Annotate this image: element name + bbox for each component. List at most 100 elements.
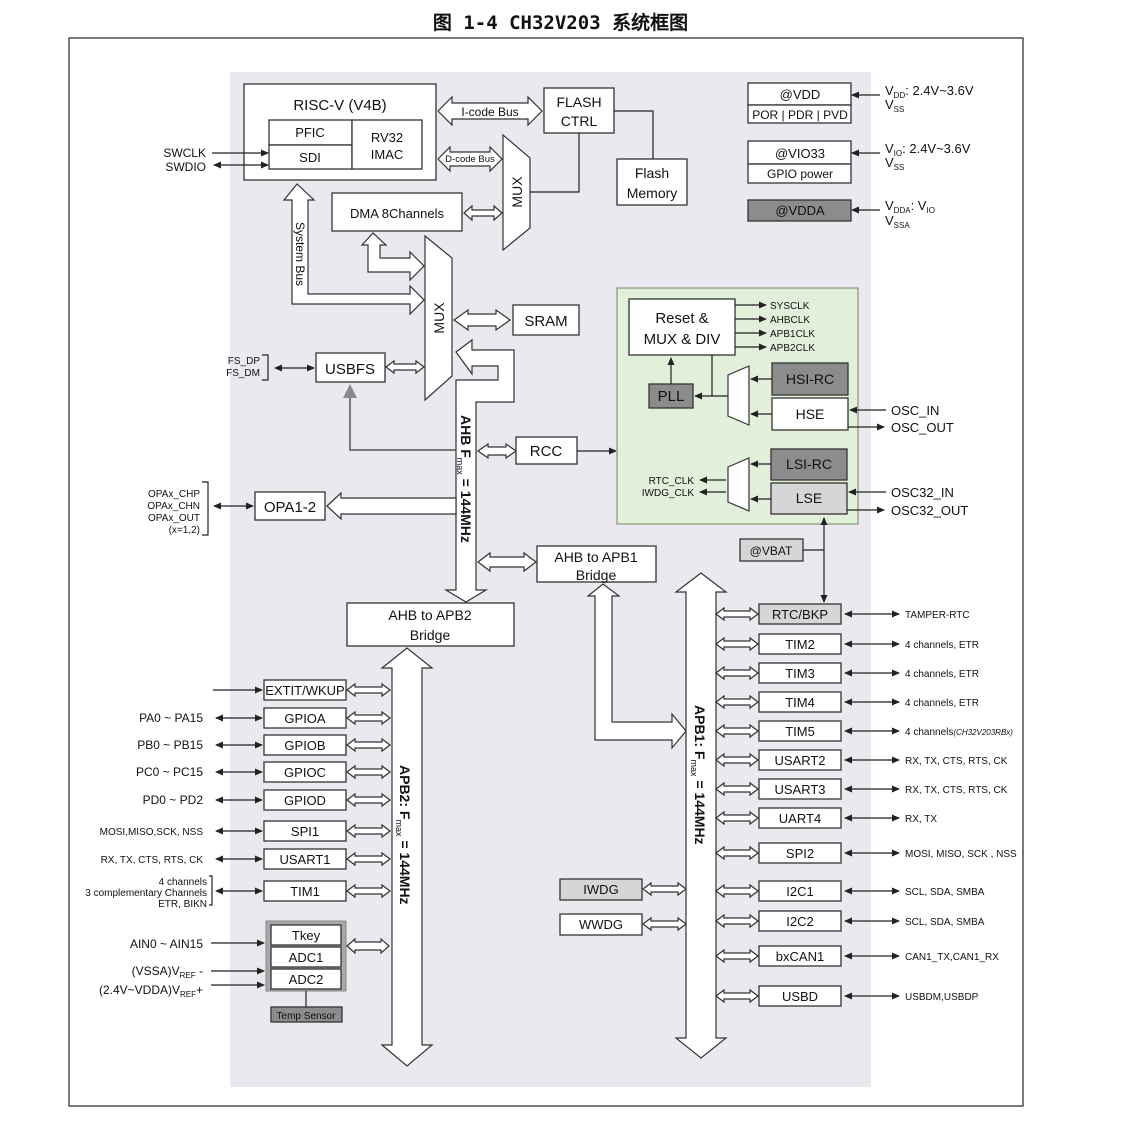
peripheral-label: TIM5 xyxy=(785,724,815,739)
peripheral-label: USART2 xyxy=(774,753,825,768)
reset-mux-div xyxy=(628,298,736,356)
apb1-peripheral-usart2: USART2 RX, TX, CTS, RTS, CK xyxy=(715,749,1008,771)
peripheral-label: TIM3 xyxy=(785,666,815,681)
peripheral-label: SPI1 xyxy=(291,824,319,839)
pin-label: 3 complementary Channels xyxy=(85,888,207,899)
pin-label: MOSI, MISO, SCK , NSS xyxy=(905,849,1017,860)
opa-block xyxy=(254,491,326,521)
sram-block xyxy=(512,304,580,336)
peripheral-label: GPIOB xyxy=(284,738,325,753)
core-title: RISC-V (V4B) xyxy=(293,97,386,114)
risc-v-core: RISC-V (V4B) PFIC SDI RV32 IMAC xyxy=(243,83,437,181)
pin-label: PB0 ~ PB15 xyxy=(137,738,203,752)
main-mux-label: MUX xyxy=(431,302,447,334)
pin-label: 4 channels(CH32V203RBx) xyxy=(905,727,1013,738)
bus-connector-arrow xyxy=(715,988,759,1004)
lsi-rc-block xyxy=(770,448,848,481)
bus-connector-arrow xyxy=(715,810,759,826)
power-vdd: @VDD POR | PDR | PVD VDD: 2.4V~3.6V VSS xyxy=(747,82,974,124)
apb1-peripheral-tim3: TIM3 4 channels, ETR xyxy=(715,662,979,684)
apb2-bus xyxy=(380,647,434,1067)
ahb-bus-label: AHB Fmax = 144MHz xyxy=(455,415,474,543)
pin-label: PA0 ~ PA15 xyxy=(139,711,203,725)
fs-dp-pin: FS_DP xyxy=(228,356,261,367)
ahb-bus xyxy=(443,338,515,603)
main-mux xyxy=(424,234,453,402)
clk-out-apb2clk: APB2CLK xyxy=(770,343,815,354)
opa-pin-3: OPAx_OUT xyxy=(148,513,200,524)
hs-clock-mux xyxy=(727,365,750,426)
flash-memory-label-1: Flash xyxy=(635,165,669,181)
flash-ctrl-label-1: FLASH xyxy=(556,94,601,110)
sdi-label: SDI xyxy=(299,150,321,165)
flash-memory xyxy=(616,158,688,206)
bus-connector-arrow xyxy=(715,723,759,739)
pin-label: RX, TX, CTS, RTS, CK xyxy=(905,756,1008,767)
clk-out-ahbclk: AHBCLK xyxy=(770,315,810,326)
dcode-bus-label: D-code Bus xyxy=(445,154,495,165)
clk-out-apb1clk: APB1CLK xyxy=(770,329,815,340)
vbat-label: @VBAT xyxy=(750,544,793,558)
swclk-pin: SWCLK xyxy=(163,146,206,160)
pfic-label: PFIC xyxy=(295,125,325,140)
pin-label: 4 channels, ETR xyxy=(905,669,979,680)
bus-connector-arrow xyxy=(715,752,759,768)
lse-label: LSE xyxy=(796,490,822,506)
peripheral-label: RTC/BKP xyxy=(772,607,828,622)
temp-sensor-label: Temp Sensor xyxy=(277,1011,337,1022)
peripheral-label: TIM2 xyxy=(785,637,815,652)
peripheral-label: TIM4 xyxy=(785,695,815,710)
svg-text:VSS: VSS xyxy=(885,97,904,114)
pin-label: MOSI,MISO,SCK, NSS xyxy=(100,827,204,838)
apb1-bus xyxy=(674,572,728,1059)
ahb-apb1-bridge xyxy=(536,545,657,583)
pin-label: RX, TX, CTS, RTS, CK xyxy=(101,855,204,866)
adc2-block xyxy=(270,968,342,990)
rcc-block xyxy=(515,436,578,465)
power-vdda: @VDDA VDDA: VIO VSSA xyxy=(747,198,935,230)
svg-text:POR | PDR | PVD: POR | PDR | PVD xyxy=(752,108,848,122)
apb2-bridge-label-2: Bridge xyxy=(410,627,451,643)
flash-mux-label: MUX xyxy=(509,176,525,208)
pin-label: 4 channels, ETR xyxy=(905,698,979,709)
system-bus-label: System Bus xyxy=(293,222,307,286)
peripheral-label: SPI2 xyxy=(786,846,814,861)
adc2-label: ADC2 xyxy=(289,972,324,987)
peripheral-label: EXTIT/WKUP xyxy=(265,683,344,698)
clk-out-sysclk: SYSCLK xyxy=(770,301,810,312)
hse-block xyxy=(771,397,849,431)
peripheral-label: USBD xyxy=(782,989,818,1004)
pin-label: RX, TX, CTS, RTS, CK xyxy=(905,785,1008,796)
opa-pin-1: OPAx_CHP xyxy=(148,489,200,500)
bus-connector-arrow xyxy=(715,665,759,681)
svg-text:@VIO33: @VIO33 xyxy=(775,146,825,161)
reset-label-1: Reset & xyxy=(655,310,708,327)
apb2-bus-label: APB2: Fmax = 144MHz xyxy=(394,765,413,905)
bus-connector-arrow xyxy=(346,823,391,839)
watchdog-iwdg: IWDG xyxy=(559,878,687,901)
hsi-rc-label: HSI-RC xyxy=(786,371,834,387)
dma-block xyxy=(331,192,463,232)
opa-pin-4: (x=1,2) xyxy=(169,525,200,536)
ain-input-label: AIN0 ~ AIN15 xyxy=(130,937,203,951)
apb2-peripheral-gpiob: GPIOB PB0 ~ PB15 xyxy=(137,734,391,756)
peripheral-label: GPIOC xyxy=(284,765,326,780)
bus-connector-arrow xyxy=(346,792,391,808)
vref-minus-label: (VSSA)VREF - xyxy=(132,964,203,980)
adc1-block xyxy=(270,946,342,968)
bus-connector-arrow xyxy=(715,606,759,622)
peripheral-label: UART4 xyxy=(779,811,821,826)
ls-clock-mux xyxy=(727,457,750,512)
usbfs-label: USBFS xyxy=(325,361,375,378)
temp-sensor-block xyxy=(270,1006,343,1023)
opa-label: OPA1-2 xyxy=(264,499,316,516)
